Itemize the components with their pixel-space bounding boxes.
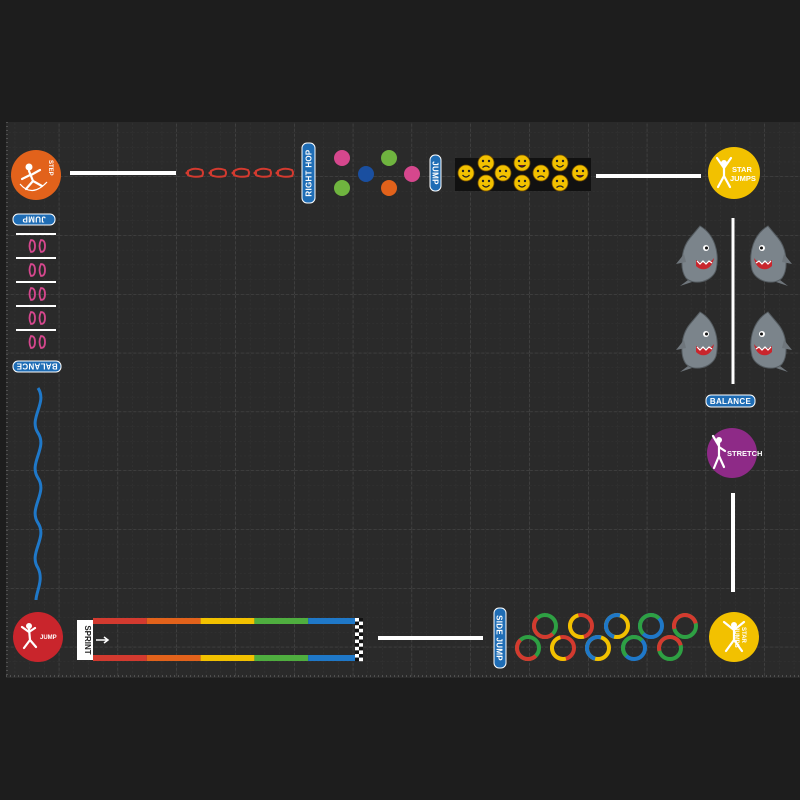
track-segment xyxy=(308,618,362,624)
hoop-ring xyxy=(585,635,611,661)
shark-icon xyxy=(750,311,792,372)
laughing-face-icon xyxy=(513,154,531,172)
grin-face-icon xyxy=(551,154,569,172)
emoji-grid xyxy=(455,154,591,192)
star-jump-figure-icon xyxy=(715,156,733,189)
footprint-pair xyxy=(28,239,46,253)
footprint xyxy=(253,167,272,178)
shark-icon xyxy=(676,225,718,286)
shark-icon xyxy=(750,225,792,286)
star-jumps-badge-bottom-text: STAR JUMPS xyxy=(733,627,746,648)
side-jump-label: SIDE JUMP xyxy=(493,607,507,669)
hoop-ring xyxy=(568,613,594,639)
step-badge: STEP xyxy=(11,150,61,200)
hoop-ring xyxy=(515,635,541,661)
hop-dot xyxy=(358,166,374,182)
sprint-arrow-icon xyxy=(96,636,110,644)
footprint-row xyxy=(185,167,294,178)
hop-dot xyxy=(381,180,397,196)
footprint xyxy=(275,167,294,178)
laughing-face-icon xyxy=(571,164,589,182)
star-jumps-badge-top: STAR JUMPS xyxy=(708,147,760,199)
grin-face-icon xyxy=(477,174,495,192)
skipping-figure-icon xyxy=(19,163,48,192)
right-hop-text: RIGHT HOP xyxy=(305,149,314,197)
angry-face-icon xyxy=(532,164,550,182)
smiley-icon xyxy=(457,164,475,182)
footprint-pair xyxy=(28,335,46,349)
track-segment xyxy=(93,618,147,624)
track-segment xyxy=(146,618,201,624)
star-jumps-badge-bottom: STAR JUMPS xyxy=(709,612,759,662)
footprint xyxy=(231,167,250,178)
balance-left-label: BALANCE xyxy=(12,360,62,373)
star-jumps-badge-text: STAR JUMPS xyxy=(730,165,756,183)
finish-checker xyxy=(355,618,363,662)
star-jumps-badge-circle xyxy=(708,147,760,199)
hop-dot xyxy=(404,166,420,182)
balance-left-text: BALANCE xyxy=(16,362,58,371)
track-segment xyxy=(93,655,147,661)
sprint-text: SPRINT xyxy=(83,625,92,654)
smiley-icon xyxy=(513,174,531,192)
sprint-track: SPRINT xyxy=(77,618,363,662)
shark-group xyxy=(676,225,792,372)
hoop-ring xyxy=(657,635,683,661)
footprint-pair xyxy=(28,263,46,277)
track-segment xyxy=(254,618,309,624)
footprint xyxy=(185,167,204,178)
shark-icon xyxy=(676,311,718,372)
track-segment xyxy=(146,655,201,661)
jump-top-text: JUMP xyxy=(431,161,440,185)
sprint-start-box xyxy=(77,620,93,660)
hoop-ring xyxy=(549,635,576,661)
jump-left-label: JUMP xyxy=(12,213,56,226)
hoop-ring xyxy=(532,613,558,639)
jump-badge-circle xyxy=(13,612,63,662)
hop-dot xyxy=(334,150,350,166)
step-badge-text: STEP xyxy=(47,160,53,176)
balance-right-text: BALANCE xyxy=(710,397,752,406)
footprint-pair xyxy=(28,311,46,325)
right-hop-label: RIGHT HOP xyxy=(301,142,316,204)
hoop-ring xyxy=(672,613,698,639)
track-segment xyxy=(254,655,309,661)
hop-dot xyxy=(334,180,350,196)
hoop-ring xyxy=(621,635,647,661)
side-jump-text: SIDE JUMP xyxy=(495,615,504,661)
jump-left-text: JUMP xyxy=(22,215,46,224)
stretch-badge-text: STRETCH xyxy=(727,449,762,458)
board-grid-large xyxy=(6,122,800,678)
sad-face-icon xyxy=(551,174,569,192)
stretch-badge: STRETCH xyxy=(707,428,762,478)
track-segment xyxy=(308,655,362,661)
jump-badge: JUMP xyxy=(13,612,63,662)
angry-face-icon xyxy=(477,154,495,172)
sad-face-icon xyxy=(494,164,512,182)
jump-top-label: JUMP xyxy=(429,154,442,192)
stretch-figure-icon xyxy=(711,434,727,470)
footprint-ladder xyxy=(16,233,56,349)
hoop-rings xyxy=(515,613,698,661)
hoop-ring xyxy=(604,613,630,639)
balance-wave-line xyxy=(33,387,43,601)
hop-dots xyxy=(334,150,420,196)
jump-badge-text: JUMP xyxy=(40,635,57,641)
track-segment xyxy=(200,618,255,624)
star-jump-figure-icon xyxy=(722,620,746,653)
jumping-figure-icon xyxy=(20,623,38,650)
hoop-ring xyxy=(638,613,664,639)
hop-dot xyxy=(381,150,397,166)
footprint-pair xyxy=(28,287,46,301)
track-segment xyxy=(200,655,255,661)
balance-right-label: BALANCE xyxy=(705,394,756,408)
footprint xyxy=(208,167,227,178)
